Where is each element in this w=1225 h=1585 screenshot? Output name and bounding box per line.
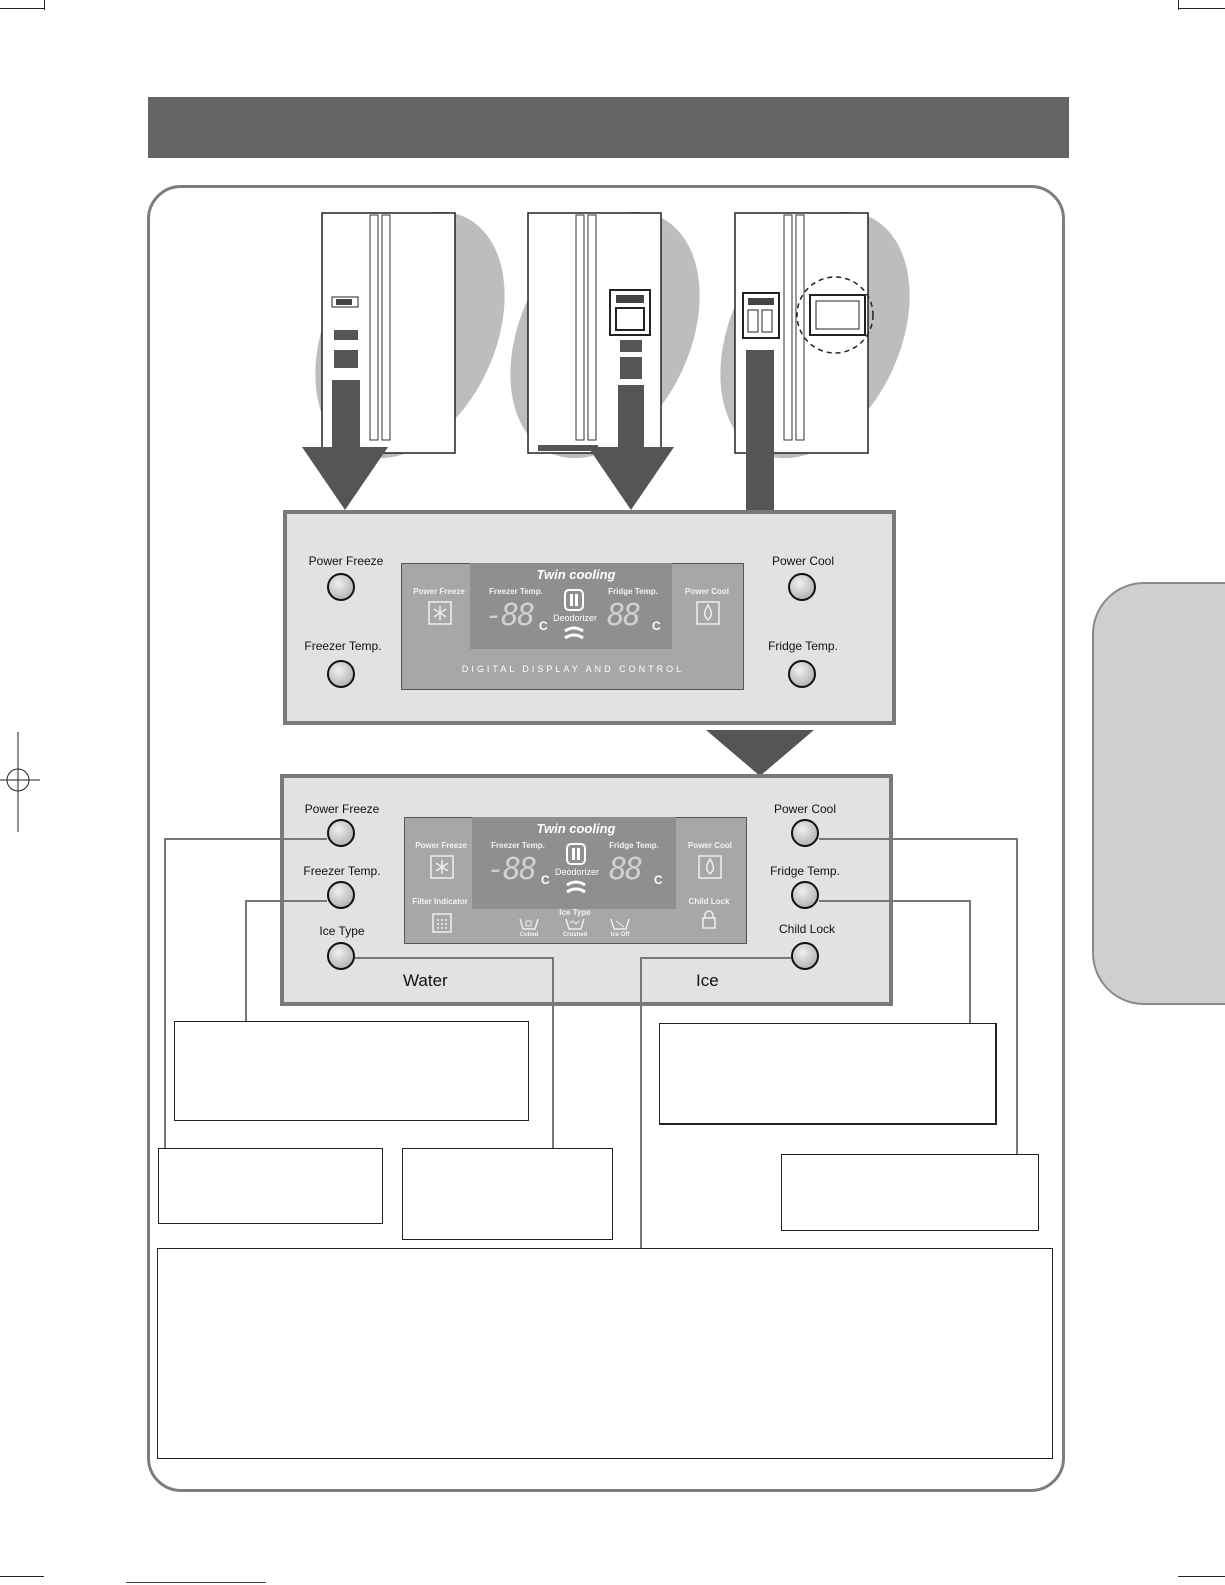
callout-power-cool xyxy=(781,1154,1039,1231)
freezer-temp-button[interactable] xyxy=(327,660,355,688)
fridge-model-3-icon xyxy=(720,211,910,510)
fridge-temp-unit: C xyxy=(652,619,661,633)
deodorizer-icon xyxy=(566,843,586,865)
twin-cooling-logo-icon xyxy=(566,880,586,894)
display-ice-off: Ice Off xyxy=(610,932,630,938)
display-child-lock: Child Lock xyxy=(688,897,730,906)
side-tab xyxy=(1092,582,1225,1005)
water-label: Water xyxy=(403,971,448,990)
filter-icon xyxy=(432,913,452,933)
power-cool-button[interactable] xyxy=(791,819,819,847)
deodorizer-label: Deodorizer xyxy=(554,867,600,877)
freezer-temp-button[interactable] xyxy=(327,881,355,909)
fridge-temp-label: Fridge Temp. xyxy=(770,864,840,878)
ice-label: Ice xyxy=(696,971,719,990)
crop-mark xyxy=(1178,0,1179,10)
arrow-down-icon xyxy=(706,730,814,776)
crop-mark xyxy=(1178,8,1225,9)
power-freeze-button[interactable] xyxy=(327,573,355,601)
crop-mark xyxy=(0,8,44,9)
fridge-temp-button[interactable] xyxy=(788,660,816,688)
display-power-freeze: Power Freeze xyxy=(413,587,465,596)
callout-freezer-temp xyxy=(174,1021,529,1121)
display-ice-type: Ice Type xyxy=(559,908,591,917)
display-power-cool: Power Cool xyxy=(687,841,732,850)
freezer-temp-unit: C xyxy=(539,619,548,633)
fridge-temp-button[interactable] xyxy=(791,881,819,909)
display-fridge-temp: Fridge Temp. xyxy=(608,587,658,596)
deodorizer-icon xyxy=(564,589,584,611)
fridge-temp-label: Fridge Temp. xyxy=(768,639,838,653)
display-filter-indicator: Filter Indicator xyxy=(412,897,468,906)
display-title: Twin cooling xyxy=(536,567,616,582)
lock-icon xyxy=(702,910,716,929)
registration-mark-left xyxy=(0,732,40,832)
ice-type-label: Ice Type xyxy=(319,924,365,938)
fridge-temp-digits: 88 xyxy=(607,598,641,633)
child-lock-button[interactable] xyxy=(791,942,819,970)
power-cool-label: Power Cool xyxy=(773,802,837,816)
freezer-temp-digits: -88 xyxy=(487,852,537,887)
crop-mark xyxy=(126,1582,266,1583)
display-power-cool: Power Cool xyxy=(684,587,729,596)
power-cool-button[interactable] xyxy=(788,573,816,601)
snowflake-icon xyxy=(430,855,454,879)
freezer-temp-label: Freezer Temp. xyxy=(303,864,381,878)
display-fridge-temp: Fridge Temp. xyxy=(609,841,659,850)
snowflake-icon xyxy=(428,601,452,625)
display-crushed: Crushed xyxy=(562,932,588,938)
ice-type-button[interactable] xyxy=(327,942,355,970)
crop-mark xyxy=(44,0,45,10)
fridge-temp-digits: 88 xyxy=(609,852,643,887)
fridge-model-1-icon xyxy=(302,211,505,510)
display-power-freeze: Power Freeze xyxy=(415,841,467,850)
callout-child-lock xyxy=(157,1248,1053,1459)
display-freezer-temp: Freezer Temp. xyxy=(489,587,543,596)
power-freeze-label: Power Freeze xyxy=(308,554,384,568)
water-drop-icon xyxy=(696,601,720,625)
power-cool-label: Power Cool xyxy=(771,554,835,568)
crop-mark xyxy=(1178,1576,1225,1577)
crop-mark xyxy=(0,1576,44,1577)
content-frame xyxy=(147,185,1065,1492)
freezer-temp-label: Freezer Temp. xyxy=(304,639,382,653)
power-freeze-button[interactable] xyxy=(327,819,355,847)
callout-fridge-temp xyxy=(659,1023,997,1125)
display-freezer-temp: Freezer Temp. xyxy=(491,841,545,850)
child-lock-label: Child Lock xyxy=(778,922,836,936)
twin-cooling-logo-icon xyxy=(564,626,584,640)
water-drop-icon xyxy=(698,855,722,879)
callout-ice-type xyxy=(402,1148,613,1240)
ice-crushed-icon xyxy=(565,918,585,930)
freezer-temp-digits: -88 xyxy=(485,598,535,633)
power-freeze-label: Power Freeze xyxy=(304,802,380,816)
ice-off-icon xyxy=(610,918,630,930)
refrigerator-illustrations xyxy=(302,211,910,510)
fridge-model-2-icon xyxy=(510,211,700,510)
display-cubed: Cubed xyxy=(519,932,539,938)
display-caption: DIGITAL DISPLAY AND CONTROL xyxy=(461,664,685,674)
deodorizer-label: Deodorizer xyxy=(552,613,598,623)
ice-cubed-icon xyxy=(519,918,539,930)
fridge-temp-unit: C xyxy=(654,873,663,887)
freezer-temp-unit: C xyxy=(541,873,550,887)
header-bar xyxy=(148,97,1069,158)
callout-power-freeze xyxy=(158,1148,383,1224)
display-title: Twin cooling xyxy=(536,821,616,836)
